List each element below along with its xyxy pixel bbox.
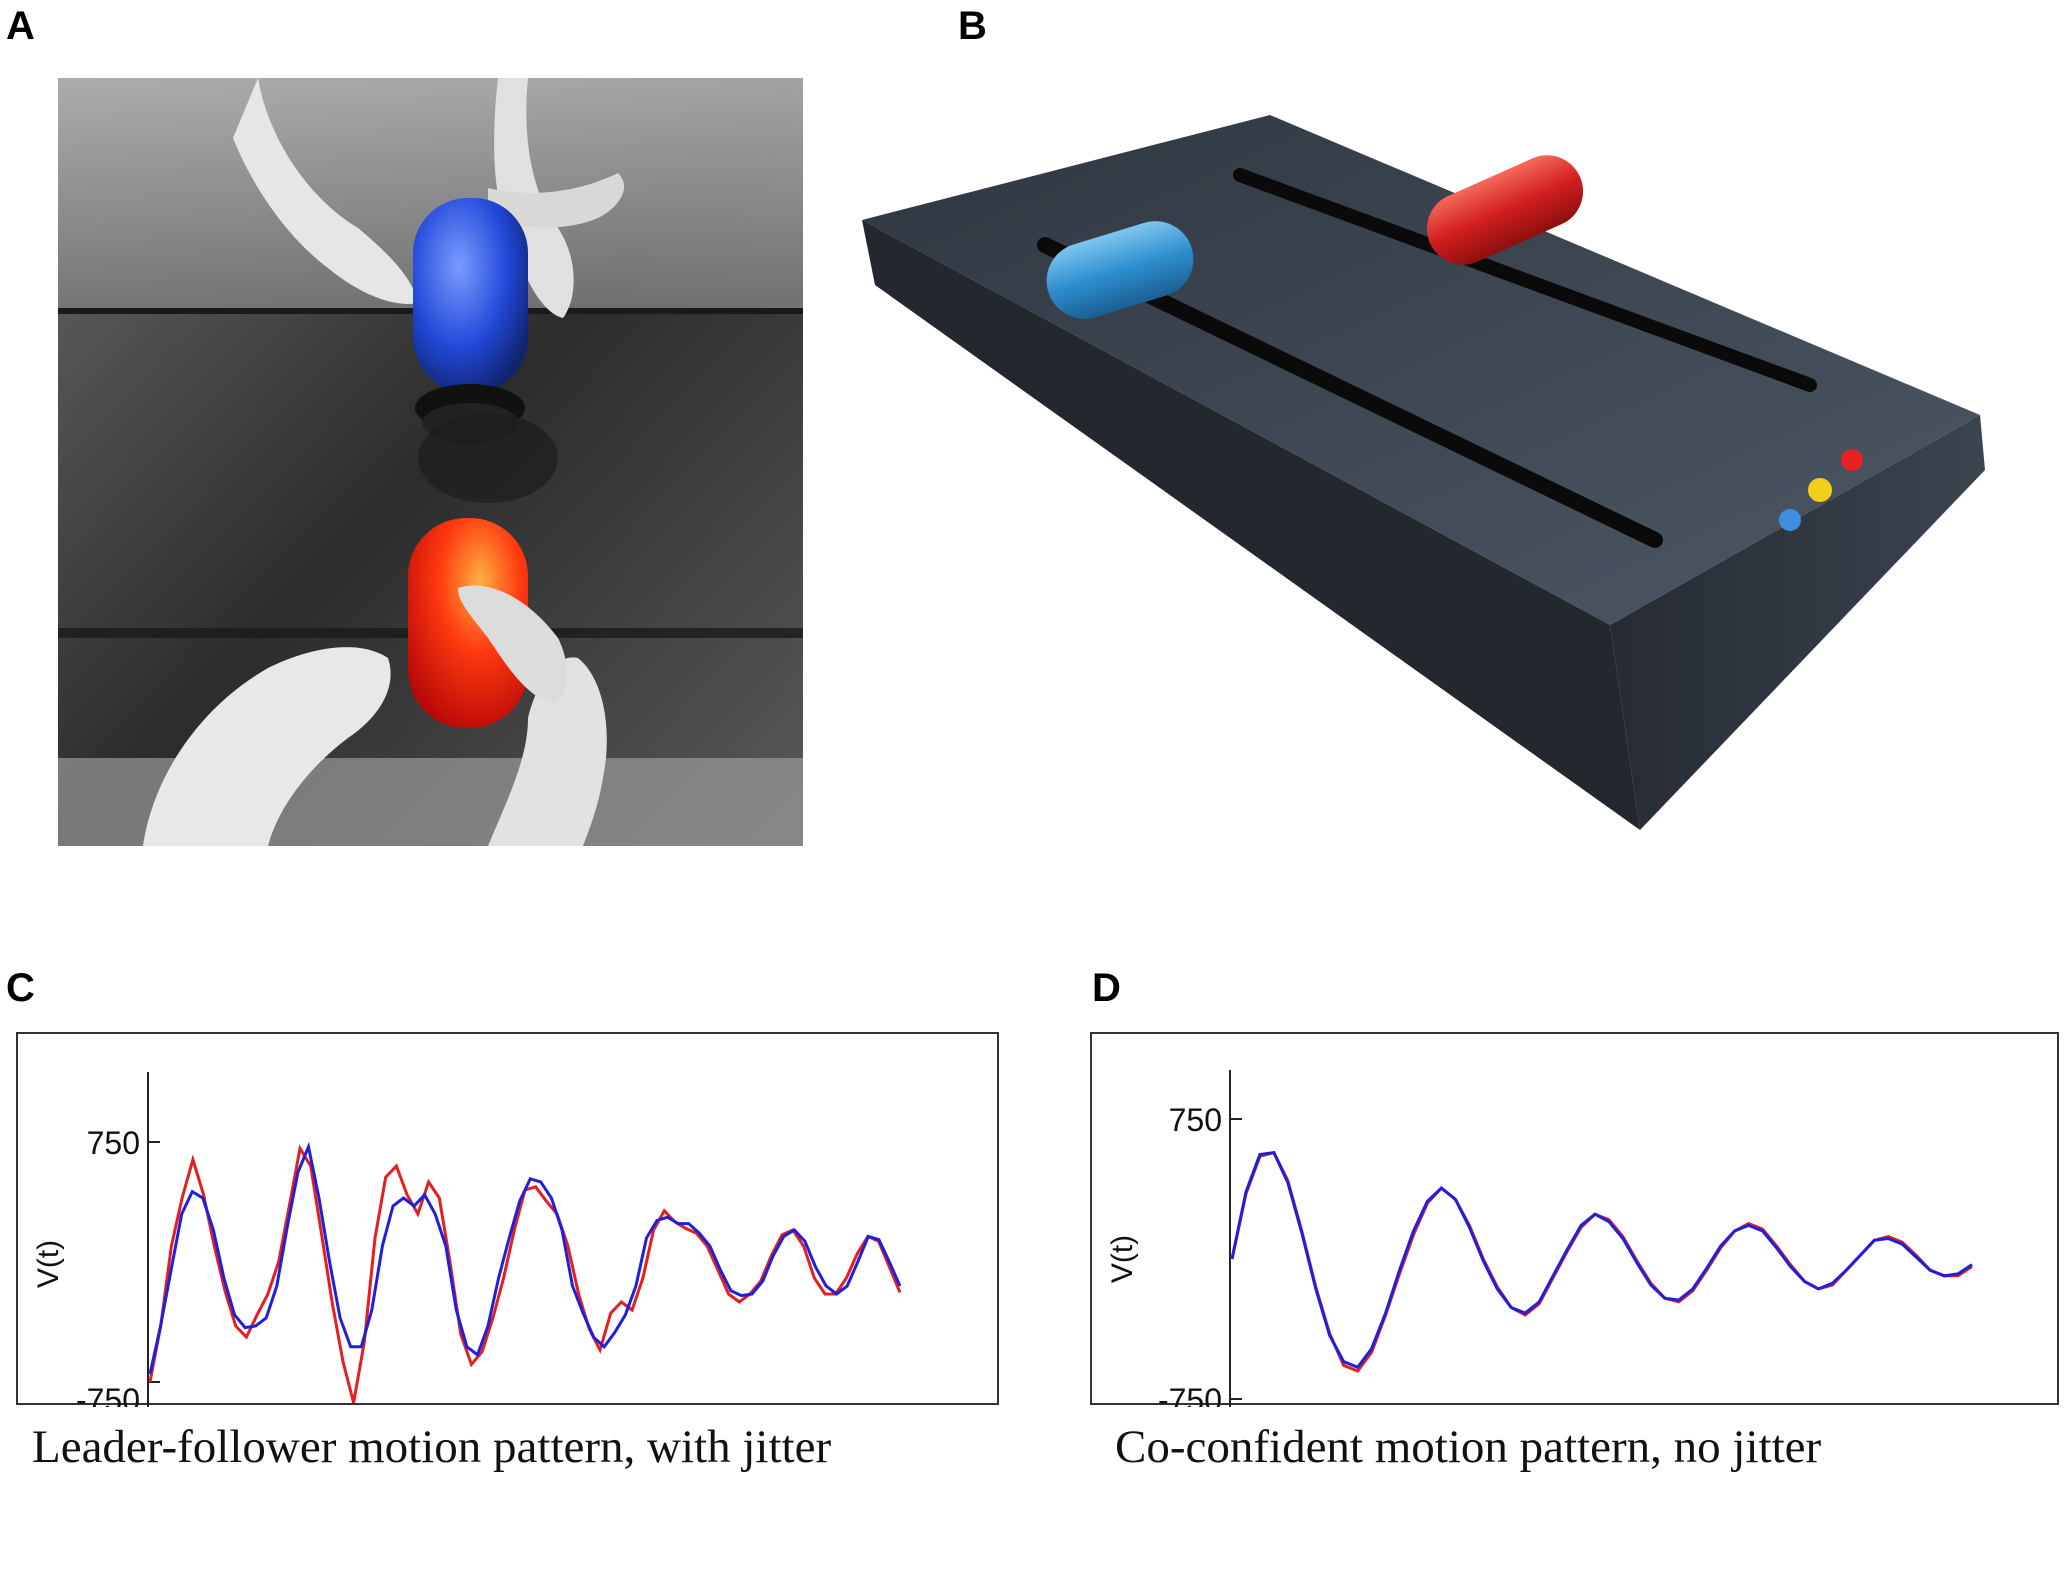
chart-c-series-blue — [148, 1141, 902, 1375]
hands-photo — [58, 78, 803, 846]
chart-d-ylabel: V(t) — [1106, 1235, 1139, 1283]
panel-label-a: A — [6, 4, 35, 48]
chart-d-tick-label-750: 750 — [1169, 1102, 1222, 1138]
plot-c-frame: 750 -750 V(t) — [16, 1032, 999, 1407]
chart-d-series-red — [1230, 1150, 1973, 1373]
device-render — [862, 115, 1985, 830]
caption-c: Leader-follower motion pattern, with jit… — [32, 1421, 832, 1473]
panel-label-d: D — [1092, 966, 1121, 1010]
chart-d-tick-label-neg750: -750 — [1158, 1382, 1222, 1407]
caption-d: Co-confident motion pattern, no jitter — [1115, 1421, 1822, 1473]
chart-d-series-blue — [1230, 1150, 1973, 1370]
panel-label-c: C — [6, 966, 35, 1010]
chart-c-tick-label-neg750: -750 — [76, 1382, 140, 1407]
chart-c-ylabel: V(t) — [32, 1240, 65, 1288]
chart-d: 750 -750 V(t) — [1106, 1070, 1973, 1407]
chart-c: 750 -750 V(t) — [32, 1072, 902, 1407]
chart-c-tick-label-750: 750 — [87, 1125, 140, 1161]
panel-label-b: B — [958, 4, 987, 48]
plot-d-frame: 750 -750 V(t) — [1090, 1032, 2059, 1407]
